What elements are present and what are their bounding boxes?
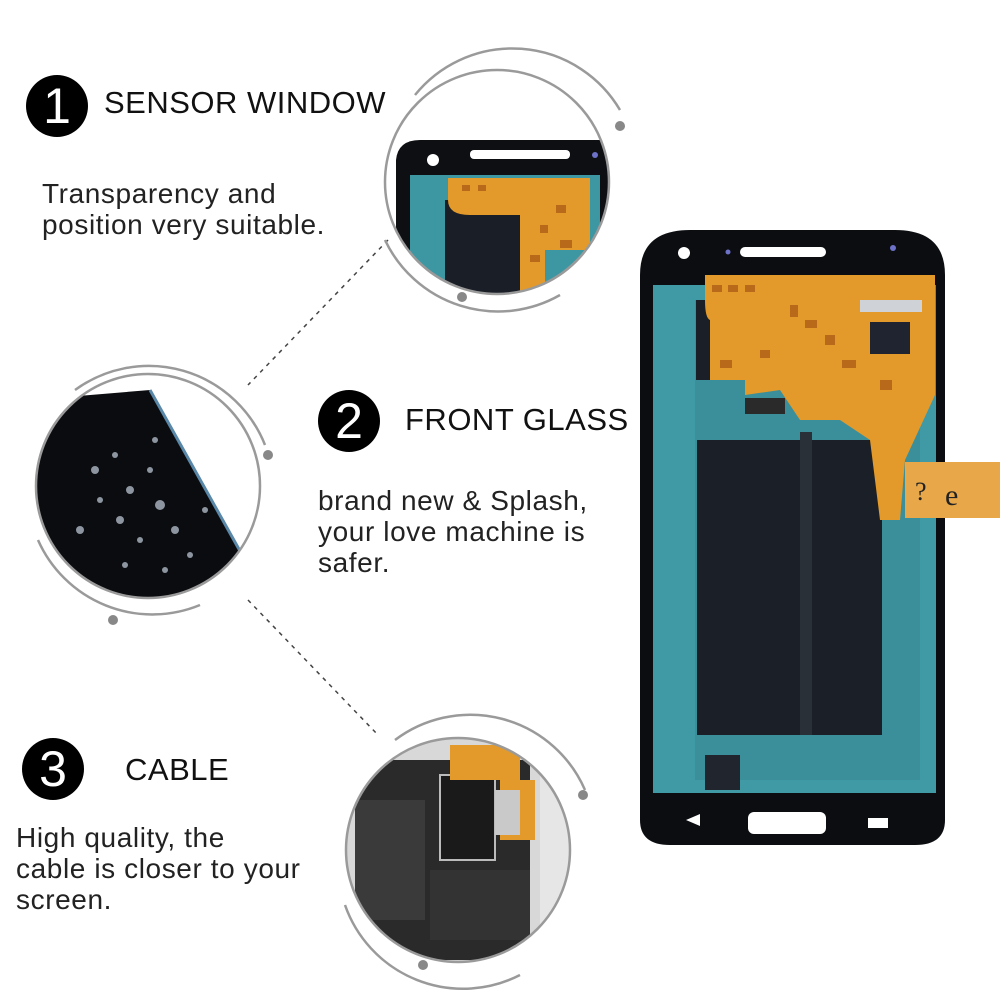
- front-glass-magnifier: [34, 364, 273, 625]
- connector-line-1: [247, 239, 389, 386]
- feature-1-description: Transparency and position very suitable.: [42, 178, 325, 240]
- feature-3-description-line: High quality, the: [16, 822, 225, 853]
- feature-2-description-line: safer.: [318, 547, 391, 578]
- feature-1-number-badge: 1: [26, 75, 88, 137]
- feature-1-description-line: position very suitable.: [42, 209, 326, 240]
- feature-2-description: brand new & Splash, your love machine is…: [318, 485, 588, 578]
- feature-3-description: High quality, the cable is closer to you…: [16, 822, 301, 915]
- connector-line-2: [247, 599, 379, 736]
- feature-3-description-line: cable is closer to your: [16, 853, 301, 884]
- feature-2-description-line: brand new & Splash,: [318, 485, 588, 516]
- feature-2-title: FRONT GLASS: [405, 402, 629, 437]
- svg-text:e: e: [945, 479, 958, 512]
- feature-2-description-line: your love machine is: [318, 516, 586, 547]
- feature-1-title: SENSOR WINDOW: [104, 85, 387, 120]
- svg-text:?: ?: [915, 477, 927, 506]
- feature-3-title: CABLE: [125, 752, 230, 787]
- feature-3-number-badge: 3: [22, 738, 84, 800]
- feature-3-description-line: screen.: [16, 884, 113, 915]
- feature-2-number-badge: 2: [318, 390, 380, 452]
- cable-magnifier: [343, 713, 588, 990]
- feature-1-description-line: Transparency and: [42, 178, 277, 209]
- sensor-window-magnifier: [383, 47, 625, 313]
- phone-display-panel: e ?: [640, 230, 1000, 845]
